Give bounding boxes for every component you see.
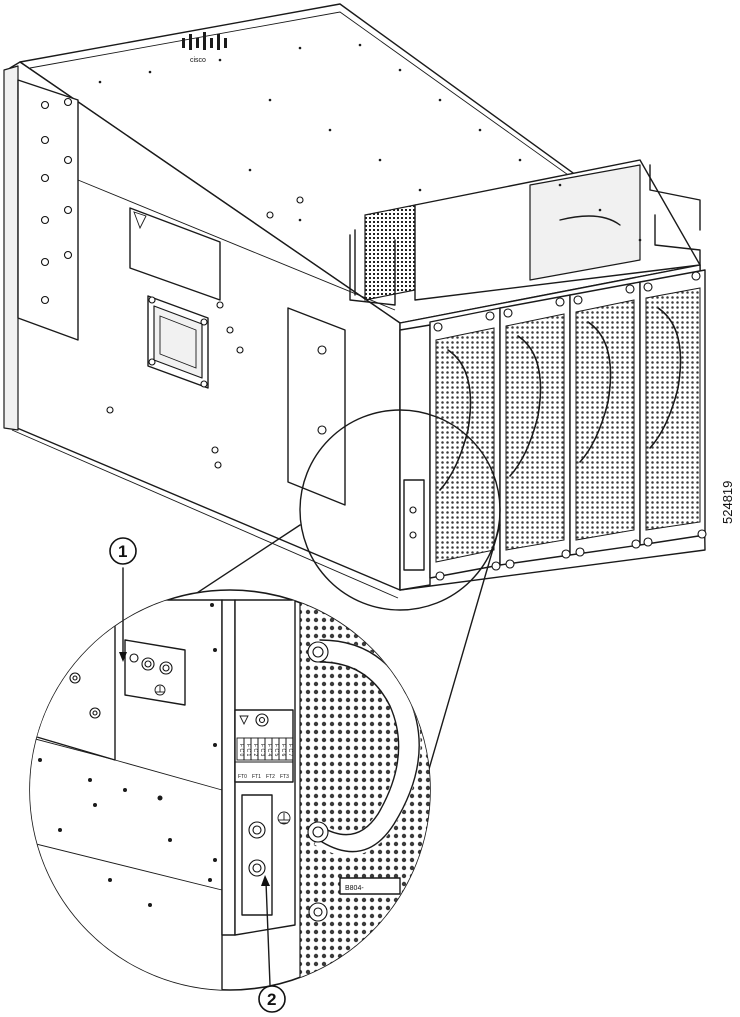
fan-cell-code: F C 0 xyxy=(238,744,244,756)
power-supply-module xyxy=(499,294,571,566)
figure-id: 524819 xyxy=(720,481,735,524)
power-supply-modules xyxy=(429,269,706,579)
side-ground-plate xyxy=(124,639,186,706)
front-panel xyxy=(399,264,707,591)
chassis: cisco xyxy=(3,3,701,599)
callout-number: 1 xyxy=(118,542,127,561)
power-supply-module xyxy=(429,307,501,579)
cisco-logo-top: cisco xyxy=(182,32,227,64)
callout-number: 2 xyxy=(267,990,276,1009)
fan-cell-code: F C 7 xyxy=(287,744,293,756)
zoom-line-right xyxy=(419,524,501,801)
callout-2: 2 xyxy=(258,875,286,1013)
detail-area-indicator xyxy=(299,409,501,611)
side-screws xyxy=(40,97,304,469)
fan-tray-label: FT3 xyxy=(280,774,289,780)
fan-tray-label: FT0 xyxy=(238,774,247,780)
fan-cell-grid: F C 0 F C 1 F C 2 F C 3 F C 4 F C 5 F C … xyxy=(236,737,294,761)
fan-tray-label: FT2 xyxy=(266,774,275,780)
side-label-panel xyxy=(129,207,221,301)
power-supply-module xyxy=(639,269,706,546)
module-bottom-screws xyxy=(435,529,707,581)
front-ground-lug-plate xyxy=(241,794,291,916)
fan-cell-code: F C 2 xyxy=(252,744,258,756)
side-mounting-rail xyxy=(3,65,19,431)
power-supply-handle-zoom xyxy=(314,639,421,856)
fan-tray-label: FT1 xyxy=(252,774,261,780)
cisco-wordmark: cisco xyxy=(190,57,206,64)
fan-tray-label-block: F C 0 F C 1 F C 2 F C 3 F C 4 F C 5 F C … xyxy=(234,709,294,783)
top-vent-grille xyxy=(364,204,416,301)
side-access-plate xyxy=(287,307,346,506)
top-surface-holes xyxy=(98,43,642,242)
power-supply-module xyxy=(569,281,641,556)
fan-cell-code: F C 1 xyxy=(245,744,251,756)
fan-cell-code: F C 6 xyxy=(280,744,286,756)
side-bracket xyxy=(17,79,79,341)
fan-cell-code: F C 4 xyxy=(266,744,272,756)
callout-1: 1 xyxy=(109,537,137,662)
zoomed-detail: F C 0 F C 1 F C 2 F C 3 F C 4 F C 5 F C … xyxy=(29,589,431,991)
zoom-side-holes xyxy=(38,603,217,907)
fan-cell-code: F C 3 xyxy=(259,744,265,756)
side-handle xyxy=(147,295,209,389)
chassis-model-label: B804- xyxy=(345,885,364,892)
fan-cell-code: F C 5 xyxy=(273,744,279,756)
